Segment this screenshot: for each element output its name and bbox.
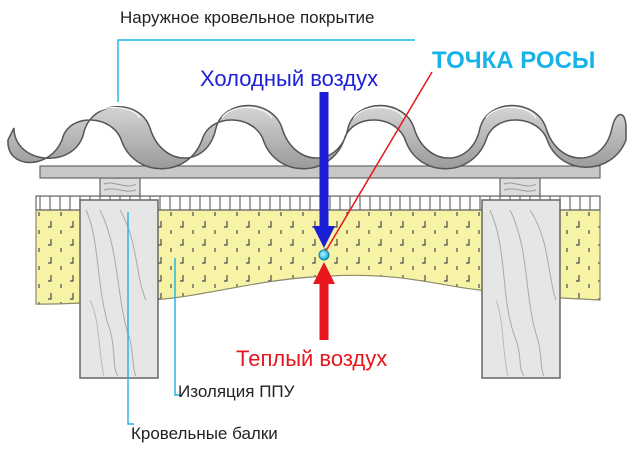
down-arrow-icon xyxy=(313,92,335,248)
tile-crest-highlights xyxy=(89,107,537,119)
roof-beam-right xyxy=(481,199,561,379)
insulation-label: Изоляция ППУ xyxy=(178,382,295,401)
dot-icon xyxy=(318,249,330,261)
dew-point-leader xyxy=(323,71,433,255)
beams-label: Кровельные балки xyxy=(131,424,278,443)
outer-roof-label: Наружное кровельное покрытие xyxy=(120,8,375,27)
batten-right xyxy=(499,177,541,197)
up-arrow-icon xyxy=(313,262,335,340)
roof-beam-left xyxy=(79,199,159,379)
joist-strip xyxy=(35,195,601,211)
warm-air-label: Теплый воздух xyxy=(236,346,388,371)
dew-point-label: ТОЧКА РОСЫ xyxy=(432,47,596,74)
roof-tiles xyxy=(7,104,627,170)
batten-left xyxy=(99,177,141,197)
leader-lines xyxy=(117,39,415,425)
cold-air-label: Холодный воздух xyxy=(200,66,379,91)
